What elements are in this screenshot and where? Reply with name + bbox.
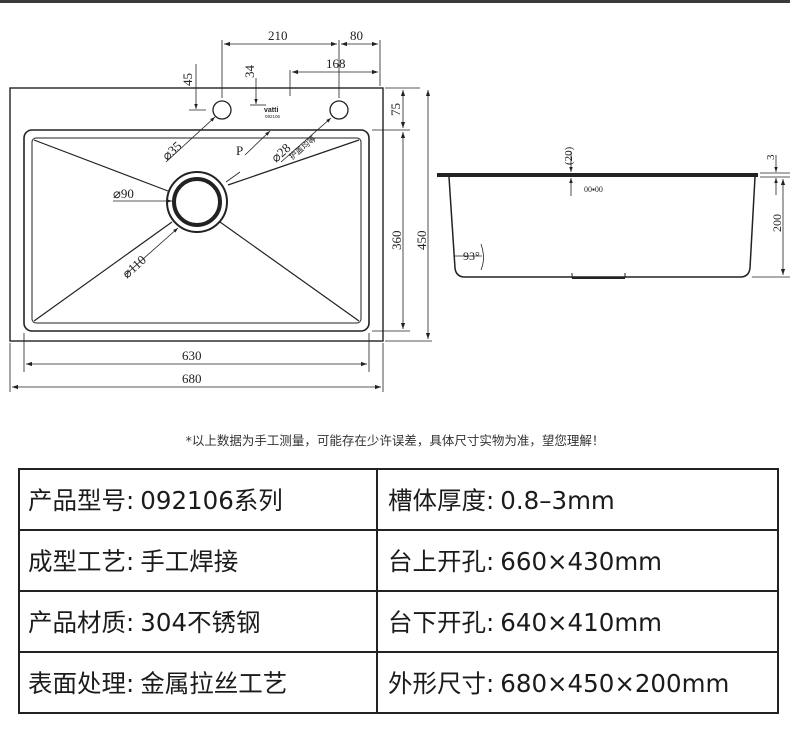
spec-key: 表面处理: [28, 669, 135, 698]
spec-key: 台上开孔: [388, 547, 495, 576]
spec-cell-dimensions: 外形尺寸:680×450×200mm [376, 651, 779, 714]
top-border [0, 0, 790, 3]
top-view [9, 87, 384, 342]
dim-label-630: 630 [182, 348, 202, 363]
dim-label-680: 680 [182, 371, 202, 386]
dim-label-20: (20) [563, 146, 575, 165]
basin-slope-line [219, 221, 360, 322]
spec-value: 金属拉丝工艺 [140, 669, 288, 698]
basin-slope-line [33, 221, 173, 322]
basin-inner-outline [31, 137, 362, 324]
drain-inner-ring [172, 177, 222, 227]
dim-label-200: 200 [770, 214, 784, 232]
sink-technical-drawing: 210 80 168 45 34 75 360 450 630 680 ⌀35 … [9, 28, 790, 392]
spec-row: 产品型号:092106系列 槽体厚度:0.8–3mm [18, 468, 779, 531]
dim-label-d90: ⌀90 [113, 186, 134, 201]
spec-key: 外形尺寸: [388, 669, 495, 698]
spec-cell-under-cutout: 台下开孔:640×410mm [376, 590, 779, 653]
dim-label-360: 360 [389, 231, 404, 251]
spec-value: 660×430mm [500, 547, 663, 576]
label-p: P [236, 143, 243, 158]
dim-label-45: 45 [180, 73, 195, 86]
basin-outline [23, 129, 370, 332]
brand-logo: vatti [264, 107, 278, 114]
spec-value: 680×450×200mm [500, 669, 730, 698]
dim-label-93deg: 93° [463, 249, 480, 263]
spec-key: 产品材质: [28, 608, 135, 637]
dim-label-d35: ⌀35 [159, 138, 185, 163]
spec-key: 成型工艺: [28, 547, 135, 576]
top-view-dimensions [9, 40, 432, 392]
spec-cell-process: 成型工艺:手工焊接 [18, 529, 378, 592]
spec-row: 成型工艺:手工焊接 台上开孔:660×430mm [18, 529, 779, 592]
spec-cell-model: 产品型号:092106系列 [18, 468, 378, 531]
top-view-labels: 210 80 168 45 34 75 360 450 630 680 ⌀35 … [113, 28, 429, 386]
basin-slope-line [227, 139, 360, 186]
spec-value: 304不锈钢 [140, 608, 261, 637]
dim-label-450: 450 [414, 231, 429, 251]
spec-value: 手工焊接 [140, 547, 239, 576]
dim-label-3: 3 [765, 154, 777, 160]
dim-label-34: 34 [242, 65, 257, 79]
dim-label-168: 168 [326, 56, 346, 71]
spec-cell-material: 产品材质:304不锈钢 [18, 590, 378, 653]
brand-model-text: 092106 [265, 114, 281, 119]
spec-cell-thickness: 槽体厚度:0.8–3mm [376, 468, 779, 531]
spec-key: 槽体厚度: [388, 486, 495, 515]
spec-key: 台下开孔: [388, 608, 495, 637]
dim-label-80: 80 [350, 28, 363, 43]
sink-outer-outline [9, 87, 384, 342]
side-view-labels: (20) 3 200 93° 00▪00 [463, 146, 784, 263]
spec-value: 0.8–3mm [500, 486, 615, 515]
spec-value: 640×410mm [500, 608, 663, 637]
spec-row: 产品材质:304不锈钢 台下开孔:640×410mm [18, 590, 779, 653]
rim-marking: 00▪00 [584, 185, 603, 194]
spec-cell-top-cutout: 台上开孔:660×430mm [376, 529, 779, 592]
dim-label-75: 75 [388, 103, 403, 116]
tap-hole-left [212, 100, 232, 120]
side-view-dimensions [455, 152, 790, 278]
spec-table: 产品型号:092106系列 槽体厚度:0.8–3mm 成型工艺:手工焊接 台上开… [18, 468, 779, 714]
side-view [437, 173, 758, 279]
tap-hole-right [329, 100, 349, 120]
disclaimer-note: *以上数据为手工测量，可能存在少许误差，具体尺寸实物为准，望您理解！ [185, 433, 605, 448]
dim-label-210: 210 [268, 28, 288, 43]
spec-row: 表面处理:金属拉丝工艺 外形尺寸:680×450×200mm [18, 651, 779, 714]
side-rim [437, 173, 758, 177]
spec-value: 092106系列 [140, 486, 283, 515]
spec-cell-finish: 表面处理:金属拉丝工艺 [18, 651, 378, 714]
spec-key: 产品型号: [28, 486, 135, 515]
basin-slope-line [33, 139, 169, 192]
